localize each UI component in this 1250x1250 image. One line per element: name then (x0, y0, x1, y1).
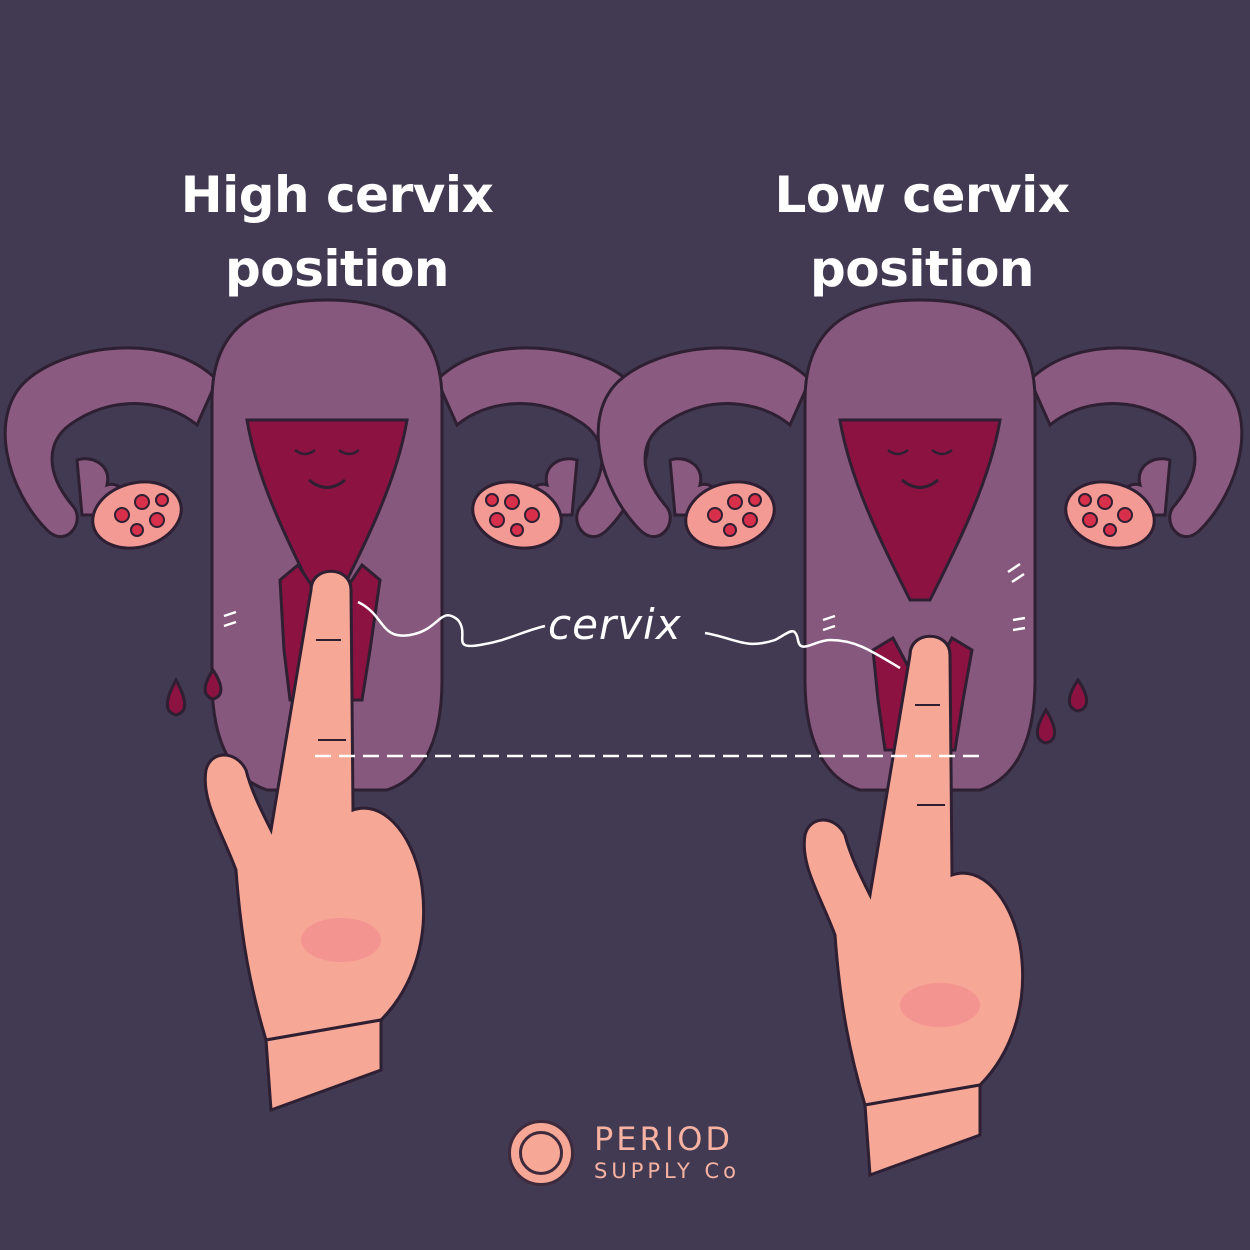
pointer-line-high (357, 600, 546, 648)
low-cervix-heading: Low cervix position (682, 158, 1162, 306)
brand-subtitle: SUPPLY Co (594, 1159, 740, 1183)
cervix-label: cervix (548, 600, 682, 649)
pointer-line-low (704, 630, 901, 670)
brand-text: PERIOD SUPPLY Co (594, 1121, 740, 1185)
high-cervix-heading-line2: position (224, 240, 450, 298)
blood-drops (165, 667, 1089, 745)
high-cervix-heading: High cervix position (97, 158, 577, 306)
moon-logo-icon (508, 1120, 574, 1186)
low-cervix-heading-line1: Low cervix (774, 166, 1071, 224)
brand: PERIOD SUPPLY Co (508, 1118, 740, 1188)
low-cervix-heading-line2: position (809, 240, 1035, 298)
high-cervix-heading-line1: High cervix (180, 166, 494, 224)
brand-name: PERIOD (594, 1120, 734, 1158)
motion-marks (223, 562, 1026, 632)
